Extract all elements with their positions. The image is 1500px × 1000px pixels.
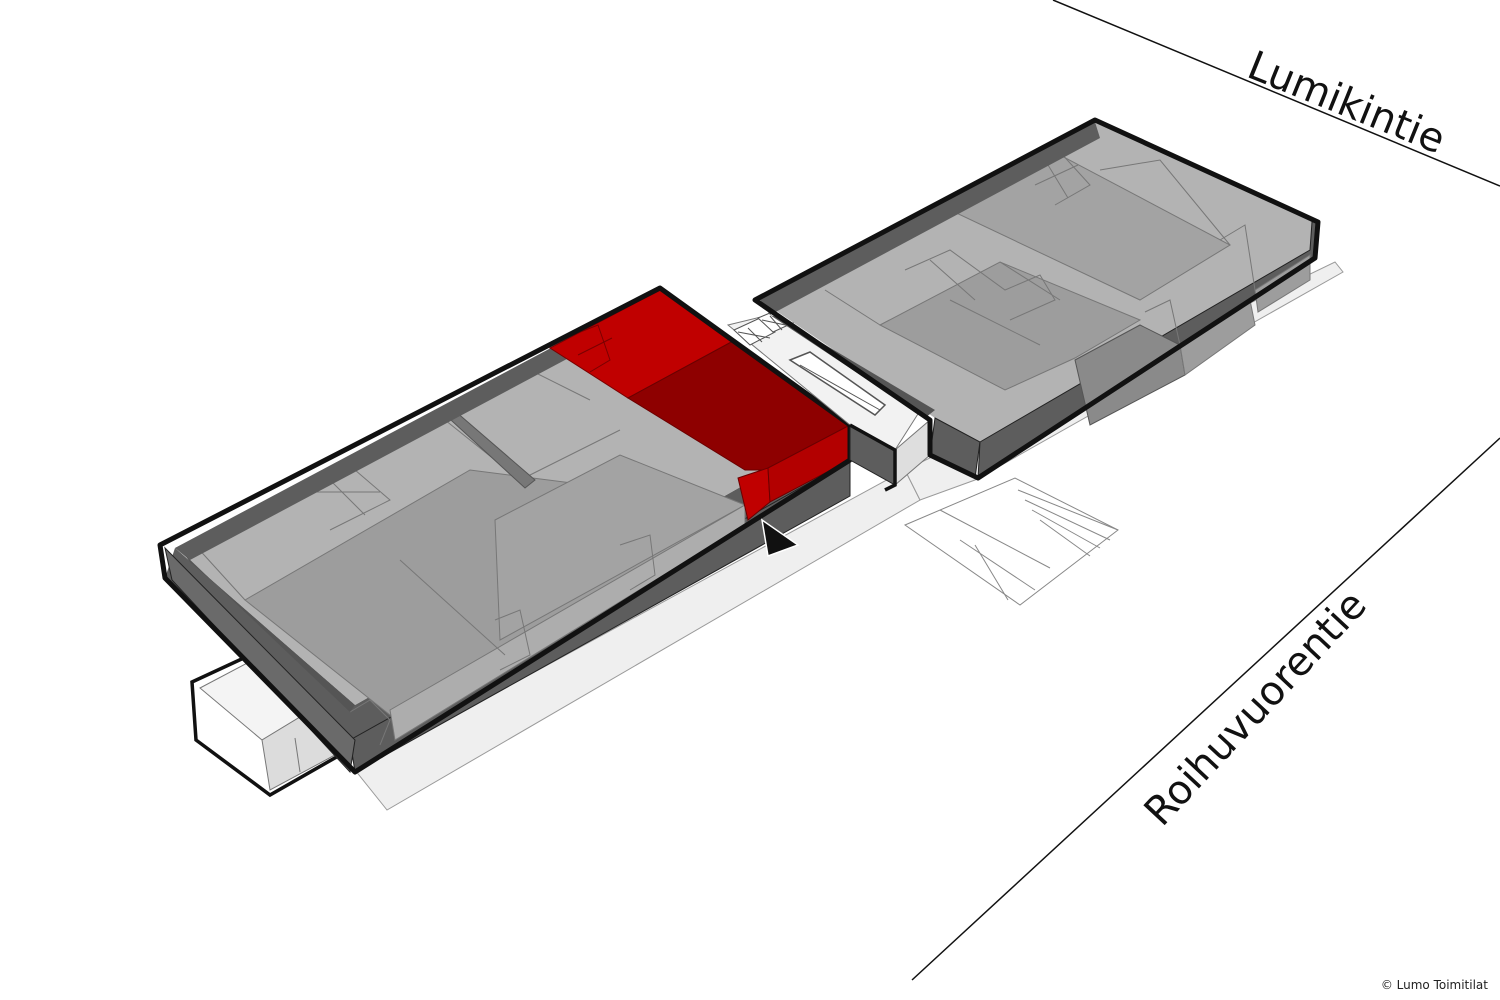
link-corridor — [726, 307, 931, 492]
entrance-stairs — [903, 477, 1119, 606]
street-line-north — [1052, 0, 1500, 187]
street-line-south — [911, 437, 1500, 981]
building-right — [752, 117, 1321, 481]
copyright-notice: © Lumo Toimitilat — [1380, 978, 1488, 992]
street-label-north: Lumikintie — [1241, 43, 1451, 164]
building-left — [157, 285, 853, 775]
street-label-south: Roihuvuorentie — [1136, 582, 1376, 835]
triangle-pointer-icon — [760, 518, 800, 558]
